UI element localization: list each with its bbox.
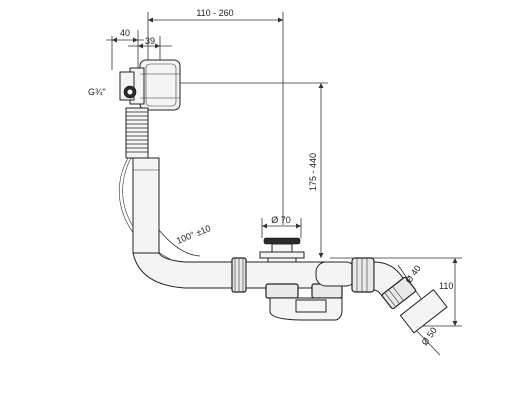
trap-body <box>245 261 343 321</box>
drain-diameter-label: Ø 70 <box>271 215 291 225</box>
angle-label: 100° ±10 <box>175 223 212 246</box>
height-range-label: 175 - 440 <box>308 153 318 191</box>
trap-elbow <box>315 257 405 297</box>
overflow-head <box>119 59 181 111</box>
overflow-pipe <box>132 157 233 289</box>
overflow-offset-label: 110 - 260 <box>196 8 233 18</box>
connector-nut <box>231 257 247 293</box>
width-40-label: 40 <box>120 28 130 38</box>
width-39-label: 39 <box>145 36 155 46</box>
dimension-lines <box>106 12 462 356</box>
outlet-diameter-50-label: Ø 50 <box>419 325 438 347</box>
outlet-pipe <box>381 276 448 334</box>
thread-label: G¾" <box>88 87 106 97</box>
trap-height-label: 110 <box>439 281 453 291</box>
outlet-diameter-40-label: Ø 40 <box>403 263 422 285</box>
